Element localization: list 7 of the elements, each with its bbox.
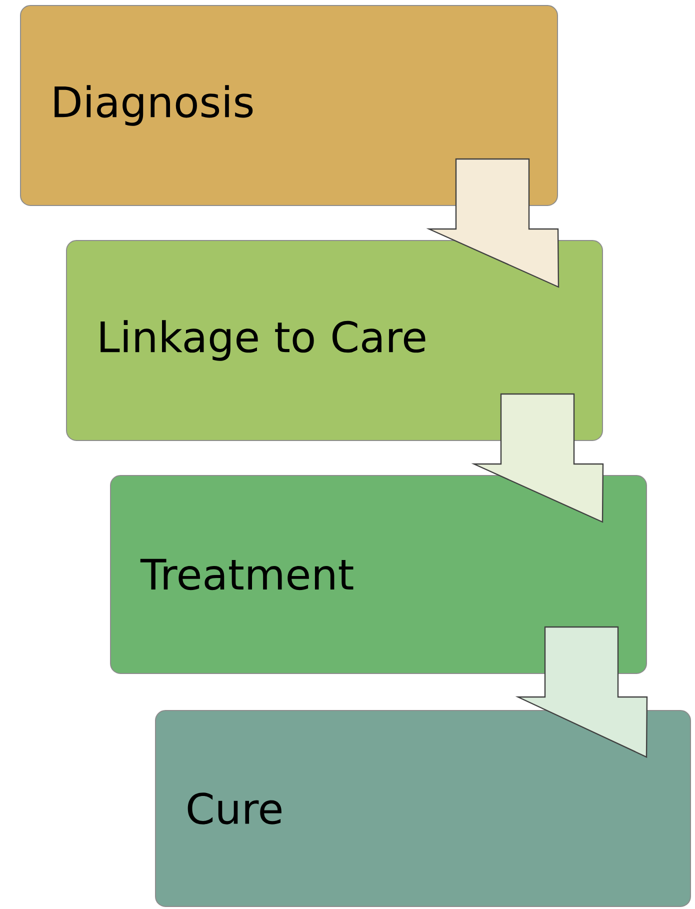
process-box: Treatment xyxy=(110,475,647,674)
process-box: Cure xyxy=(155,710,691,907)
down-arrow xyxy=(471,393,604,523)
down-arrow xyxy=(426,158,560,288)
process-box: Linkage to Care xyxy=(66,240,603,441)
down-arrow xyxy=(515,626,648,758)
process-box: Diagnosis xyxy=(20,5,558,206)
